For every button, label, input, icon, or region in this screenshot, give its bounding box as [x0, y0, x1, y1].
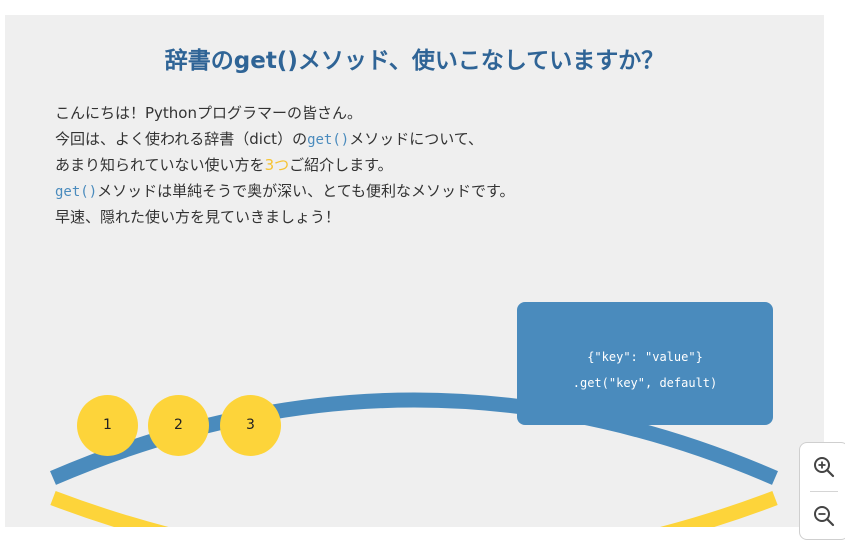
zoom-in-button[interactable] [800, 443, 845, 491]
intro-line-3-pre: あまり知られていない使い方を [55, 156, 265, 174]
intro-line-1: こんにちは！Pythonプログラマーの皆さん。 [55, 104, 362, 122]
decorative-arcs [50, 392, 778, 527]
zoom-divider [810, 491, 838, 492]
zoom-out-icon [814, 506, 835, 527]
slide-canvas: 辞書のget()メソッド、使いこなしていますか？ こんにちは！Pythonプログ… [5, 15, 824, 527]
zoom-in-icon [814, 457, 835, 478]
step-circle-1: 1 [77, 395, 138, 456]
intro-line-3-post: ご紹介します。 [289, 156, 393, 174]
highlight-count: 3つ [264, 156, 290, 174]
intro-line-5: 早速、隠れた使い方を見ていきましょう！ [55, 208, 341, 226]
step-circle-2: 2 [148, 395, 209, 456]
zoom-controls [799, 442, 845, 540]
intro-line-4-post: メソッドは単純そうで奥が深い、とても便利なメソッドです。 [97, 181, 515, 200]
inline-code-get-2: get() [55, 183, 98, 200]
zoom-out-button[interactable] [800, 492, 845, 540]
intro-line-2-pre: 今回は、よく使われる辞書（dict）の [55, 129, 308, 148]
slide-title: 辞書のget()メソッド、使いこなしていますか？ [164, 48, 665, 74]
code-line-dict: {"key": "value"} [587, 350, 703, 364]
intro-line-4: get()メソッドは単純そうで奥が深い、とても便利なメソッドです。 [55, 179, 514, 206]
intro-line-3: あまり知られていない使い方を3つご紹介します。 [55, 153, 514, 179]
yellow-arc [50, 490, 778, 527]
step-circle-3: 3 [220, 395, 281, 456]
intro-line-2: 今回は、よく使われる辞書（dict）のget()メソッドについて、 [55, 127, 514, 154]
inline-code-get: get() [307, 131, 350, 148]
intro-line-2-post: メソッドについて、 [349, 129, 484, 148]
code-example-box: {"key": "value"} .get("key", default) [517, 302, 773, 425]
intro-text: こんにちは！Pythonプログラマーの皆さん。 今回は、よく使われる辞書（dic… [55, 101, 514, 231]
code-line-get: .get("key", default) [572, 376, 718, 390]
